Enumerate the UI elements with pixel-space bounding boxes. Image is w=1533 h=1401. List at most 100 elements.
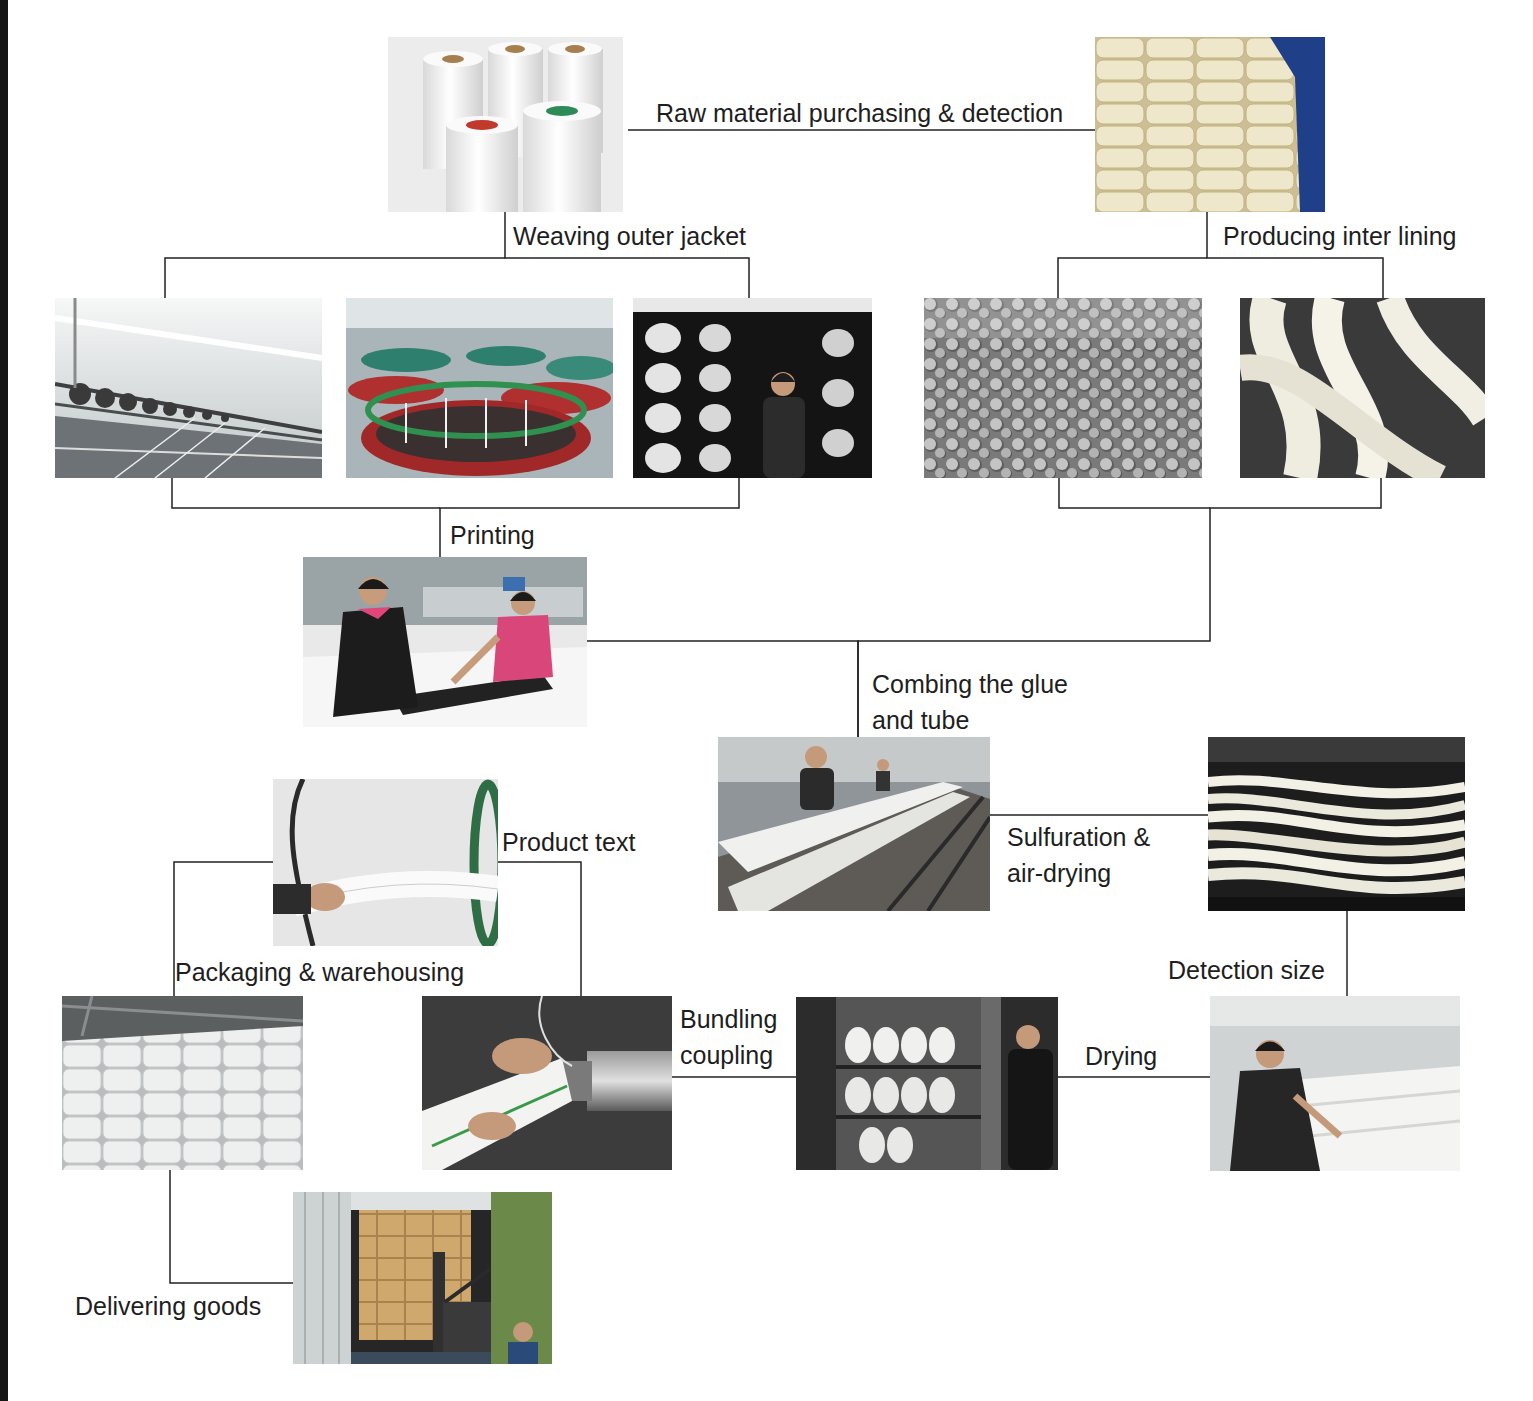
process-step: Sulfuration & air-drying — [1208, 737, 1465, 911]
photo-rubber-granules — [924, 298, 1202, 478]
bobbin — [119, 393, 137, 411]
photo-bg — [1210, 996, 1460, 1171]
photo-bg — [633, 298, 872, 478]
photo-lining-sheets — [1240, 298, 1485, 478]
coil — [929, 1077, 955, 1113]
worker-body — [1230, 1068, 1320, 1171]
spool — [523, 111, 601, 212]
process-step: Bundling coupling — [422, 996, 672, 1170]
wire — [539, 996, 572, 1066]
step-label: Weaving outer jacket — [513, 218, 746, 254]
photo-bg — [1208, 737, 1465, 911]
merge-line — [172, 478, 440, 508]
bobbin — [183, 406, 195, 418]
step-label: Packaging & warehousing — [175, 954, 464, 990]
flow-connector — [1346, 911, 1348, 996]
process-step: Packaging & warehousing — [62, 996, 303, 1170]
spool — [699, 324, 731, 352]
spool-core — [505, 45, 525, 53]
bobbin — [202, 410, 212, 420]
photo-bg — [1240, 298, 1485, 478]
hand — [492, 1038, 552, 1074]
bobbin — [142, 398, 158, 414]
spool-core — [442, 55, 464, 63]
worker-arm — [1295, 1096, 1340, 1136]
spool — [446, 125, 518, 212]
worker-body — [1008, 1049, 1053, 1170]
granules — [924, 298, 1202, 478]
photo-coupling — [422, 996, 672, 1170]
branch-line — [1058, 258, 1207, 298]
flow-connector — [440, 478, 739, 557]
photo-yarn-spools — [388, 37, 623, 212]
roof-beam — [82, 996, 92, 1036]
hose — [1208, 873, 1465, 888]
spool — [645, 323, 681, 353]
ceiling — [1208, 737, 1465, 762]
coil — [929, 1027, 955, 1063]
photo-bg — [273, 779, 498, 946]
coil — [887, 1127, 913, 1163]
photo-bg — [796, 997, 1058, 1170]
rib — [338, 1192, 340, 1364]
loom-ring — [368, 384, 584, 436]
frame — [981, 997, 1001, 1170]
step-label: Sulfuration & air-drying — [1007, 819, 1182, 891]
post — [74, 298, 77, 388]
flow-connector — [990, 814, 1208, 816]
process-step: Raw material purchasing & detection — [388, 37, 1325, 212]
flow-connector — [1207, 212, 1383, 298]
sleeve — [273, 884, 311, 914]
far-loom — [361, 348, 451, 372]
spool-top — [446, 116, 518, 134]
ceiling-light — [55, 318, 322, 358]
coil — [901, 1027, 927, 1063]
worker-head — [513, 1322, 533, 1342]
branch-line — [165, 258, 505, 298]
coil — [845, 1027, 871, 1063]
step-label: Raw material purchasing & detection — [656, 95, 1063, 131]
flow-connector — [170, 1170, 293, 1283]
step-label: Producing inter lining — [1223, 218, 1456, 254]
pipe — [292, 779, 313, 946]
photo-bg — [293, 1192, 552, 1364]
left-border — [0, 0, 8, 1401]
worker-arm — [453, 637, 498, 682]
photo-bg — [422, 996, 672, 1170]
hose-stripe — [432, 1086, 567, 1146]
worker-hair — [771, 373, 795, 382]
worker-head — [1016, 1025, 1040, 1049]
worker-hair — [510, 592, 536, 601]
step-label: Drying — [1085, 1038, 1157, 1074]
flow-connector — [498, 862, 581, 996]
photo-loading — [293, 1192, 552, 1364]
photo-bg — [1095, 37, 1325, 212]
bobbin — [95, 388, 115, 408]
roof-beam — [62, 1006, 303, 1021]
tube — [728, 792, 970, 911]
rib — [304, 1192, 306, 1364]
photo-bg — [303, 557, 587, 727]
machine-chuck — [587, 1051, 672, 1111]
photo-warehouse — [62, 996, 303, 1170]
worker-body — [493, 615, 553, 682]
process-step: Producing inter lining — [924, 298, 1485, 478]
light-bar — [633, 298, 872, 312]
leader-line — [628, 129, 1095, 131]
warp — [525, 400, 527, 446]
worker-head — [771, 372, 795, 396]
step-label: Product text — [502, 824, 635, 860]
printed-band — [393, 675, 553, 715]
worker-head — [511, 591, 535, 615]
hose — [1208, 780, 1465, 793]
spool — [822, 429, 854, 457]
photo-drying — [796, 997, 1058, 1170]
hose — [1208, 815, 1465, 831]
rail — [55, 448, 322, 458]
rib — [322, 1192, 324, 1364]
photo-product-test — [273, 779, 502, 946]
coil — [873, 1077, 899, 1113]
